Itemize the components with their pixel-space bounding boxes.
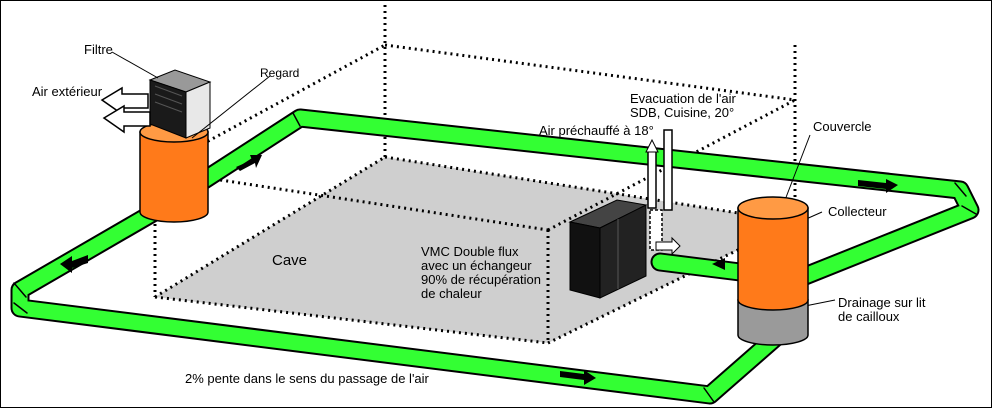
label-collecteur: Collecteur	[828, 204, 887, 219]
arrow-top-pipe-right	[858, 179, 898, 193]
arrow-left-pipe	[60, 255, 88, 273]
vmc-ducts	[645, 129, 681, 256]
label-vmc: VMC Double flux avec un échangeur 90% de…	[421, 244, 541, 301]
label-drainage: Drainage sur lit de cailloux	[838, 295, 926, 324]
arrow-bottom-pipe	[560, 370, 596, 385]
label-pente: 2% pente dans le sens du passage de l'ai…	[185, 371, 429, 386]
label-air-prechauffe: Air préchauffé à 18°	[539, 123, 654, 138]
filtre-box	[148, 69, 212, 139]
label-air-exterieur: Air extérieur	[32, 84, 103, 99]
regard-tank	[139, 121, 209, 223]
air-inlet-arrows	[100, 86, 151, 134]
vmc-unit	[568, 199, 648, 299]
label-regard: Regard	[260, 66, 300, 80]
label-cave: Cave	[272, 252, 308, 269]
pipe-loop	[10, 108, 980, 405]
collecteur-tank	[737, 196, 809, 346]
label-filtre: Filtre	[84, 42, 113, 57]
arrow-top-pipe-left	[236, 155, 262, 171]
label-evacuation: Evacuation de l'air SDB, Cuisine, 20°	[630, 91, 736, 120]
arrow-right-pipe	[712, 258, 725, 270]
flow-arrows	[60, 155, 898, 385]
label-couvercle: Couvercle	[813, 119, 872, 134]
